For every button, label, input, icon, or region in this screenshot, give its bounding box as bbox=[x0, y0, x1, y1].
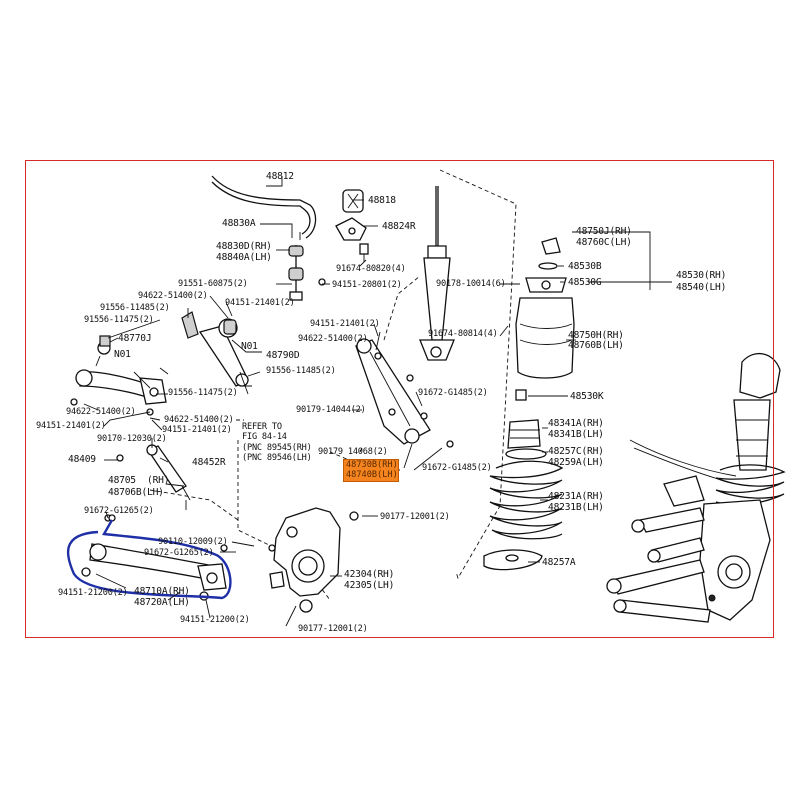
part-label[interactable]: 91556-11485(2) bbox=[100, 303, 170, 313]
assembled-suspension-view bbox=[606, 352, 786, 623]
part-label[interactable]: 48830D(RH) bbox=[216, 241, 272, 252]
part-label[interactable]: 91672-G1265(2) bbox=[84, 506, 154, 516]
part-label[interactable]: 91556-11475(2) bbox=[84, 315, 154, 325]
part-label[interactable]: 94151-21401(2) bbox=[225, 298, 295, 308]
highlight-label-lh: 48740B(LH) bbox=[346, 470, 398, 480]
part-label[interactable]: 48760B(LH) bbox=[568, 340, 624, 351]
refer-note-line4: (PNC 89546(LH) bbox=[242, 453, 312, 463]
part-label[interactable]: 94151-21401(2) bbox=[162, 425, 232, 435]
part-label[interactable]: 94622-51400(2) bbox=[298, 334, 368, 344]
part-label[interactable]: 90177-12001(2) bbox=[380, 512, 450, 522]
part-label[interactable]: 48706B(LH) bbox=[108, 487, 164, 498]
part-label[interactable]: 48830A bbox=[222, 218, 256, 229]
part-label[interactable]: N01 bbox=[114, 349, 131, 360]
part-label[interactable]: 90178-10014(6) bbox=[436, 279, 506, 289]
part-label[interactable]: 48540(LH) bbox=[676, 282, 727, 293]
lower-rear-arm-48710A bbox=[67, 514, 232, 601]
refer-note-line1: REFER TO bbox=[242, 422, 282, 432]
stabilizer-bar-drawing bbox=[211, 175, 367, 241]
part-label[interactable]: N01 bbox=[241, 341, 258, 352]
part-label[interactable]: 42305(LH) bbox=[344, 580, 395, 591]
part-label[interactable]: 48341B(LH) bbox=[548, 429, 604, 440]
part-label[interactable]: 90179-14044(2) bbox=[296, 405, 366, 415]
refer-note-line2: FIG 84-14 bbox=[242, 432, 287, 442]
part-label[interactable]: 48720A(LH) bbox=[134, 597, 190, 608]
part-label[interactable]: 91556-11485(2) bbox=[266, 366, 336, 376]
refer-note-line3: (PNC 89545(RH) bbox=[242, 443, 312, 453]
part-label[interactable]: 48750H(RH) bbox=[568, 330, 624, 341]
part-label[interactable]: 48824R bbox=[382, 221, 416, 232]
part-label[interactable]: 48812 bbox=[266, 171, 294, 182]
blue-hand-drawn-circle bbox=[67, 519, 232, 600]
part-label[interactable]: 48750J(RH) bbox=[576, 226, 632, 237]
part-label[interactable]: 48710A(RH) bbox=[134, 586, 190, 597]
part-label[interactable]: 91551-60875(2) bbox=[178, 279, 248, 289]
part-label[interactable]: 48760C(LH) bbox=[576, 237, 632, 248]
leader-lines bbox=[83, 176, 672, 627]
part-label[interactable]: 48790D bbox=[266, 350, 300, 361]
part-label[interactable]: 48530K bbox=[570, 391, 604, 402]
highlighted-part-48730B[interactable]: 48730B(RH) 48740B(LH) bbox=[343, 459, 399, 482]
part-label[interactable]: 48530G bbox=[568, 277, 602, 288]
part-label[interactable]: 48257C(RH) bbox=[548, 446, 604, 457]
part-label[interactable]: 48818 bbox=[368, 195, 396, 206]
part-label[interactable]: 91556-11475(2) bbox=[168, 388, 238, 398]
part-label[interactable]: 48770J bbox=[118, 333, 152, 344]
part-label[interactable]: 90177-12001(2) bbox=[298, 624, 368, 634]
highlight-label-rh: 48730B(RH) bbox=[346, 460, 398, 470]
part-label[interactable]: 91672-G1485(2) bbox=[422, 463, 492, 473]
part-label[interactable]: 91672-G1485(2) bbox=[418, 388, 488, 398]
part-label[interactable]: 42304(RH) bbox=[344, 569, 395, 580]
part-label[interactable]: 48259A(LH) bbox=[548, 457, 604, 468]
knuckle-carrier-drawing bbox=[268, 507, 359, 613]
part-label[interactable]: 94151-21200(2) bbox=[180, 615, 250, 625]
stabilizer-link-drawing bbox=[288, 232, 369, 301]
part-label[interactable]: 48840A(LH) bbox=[216, 252, 272, 263]
part-label[interactable]: 91674-80814(4) bbox=[428, 329, 498, 339]
part-label[interactable]: 48231B(LH) bbox=[548, 502, 604, 513]
part-label[interactable]: 48530(RH) bbox=[676, 270, 727, 281]
lateral-arm-48770J bbox=[70, 335, 167, 416]
upper-control-arms bbox=[181, 311, 252, 395]
part-label[interactable]: 48341A(RH) bbox=[548, 418, 604, 429]
part-label[interactable]: 48705 (RH) bbox=[108, 475, 170, 486]
lower-arm-48730B bbox=[355, 338, 454, 448]
part-label[interactable]: 48257A bbox=[542, 557, 576, 568]
part-label[interactable]: 48452R bbox=[192, 457, 226, 468]
part-label[interactable]: 94151-20801(2) bbox=[332, 280, 402, 290]
part-label[interactable]: 90179 14068(2) bbox=[318, 447, 388, 457]
shock-absorber-drawing bbox=[406, 186, 455, 382]
part-label[interactable]: 48409 bbox=[68, 454, 96, 465]
part-label[interactable]: 90110-12009(2) bbox=[158, 537, 228, 547]
part-label[interactable]: 94622-51400(2) bbox=[66, 407, 136, 417]
part-label[interactable]: 94151-21401(2) bbox=[36, 421, 106, 431]
part-label[interactable]: 94151-21401(2) bbox=[310, 319, 380, 329]
part-label[interactable]: 91674-80820(4) bbox=[336, 264, 406, 274]
coil-spring-drawing bbox=[483, 237, 575, 571]
part-label[interactable]: 48530B bbox=[568, 261, 602, 272]
part-label[interactable]: 94622-51400(2) bbox=[164, 415, 234, 425]
part-label[interactable]: 90170-12030(2) bbox=[97, 434, 167, 444]
part-label[interactable]: 94151-21200(2) bbox=[58, 588, 128, 598]
part-label[interactable]: 48231A(RH) bbox=[548, 491, 604, 502]
part-label[interactable]: 91672-G1265(2) bbox=[144, 548, 214, 558]
diagram-frame bbox=[25, 160, 774, 638]
part-label[interactable]: 94622-51400(2) bbox=[138, 291, 208, 301]
